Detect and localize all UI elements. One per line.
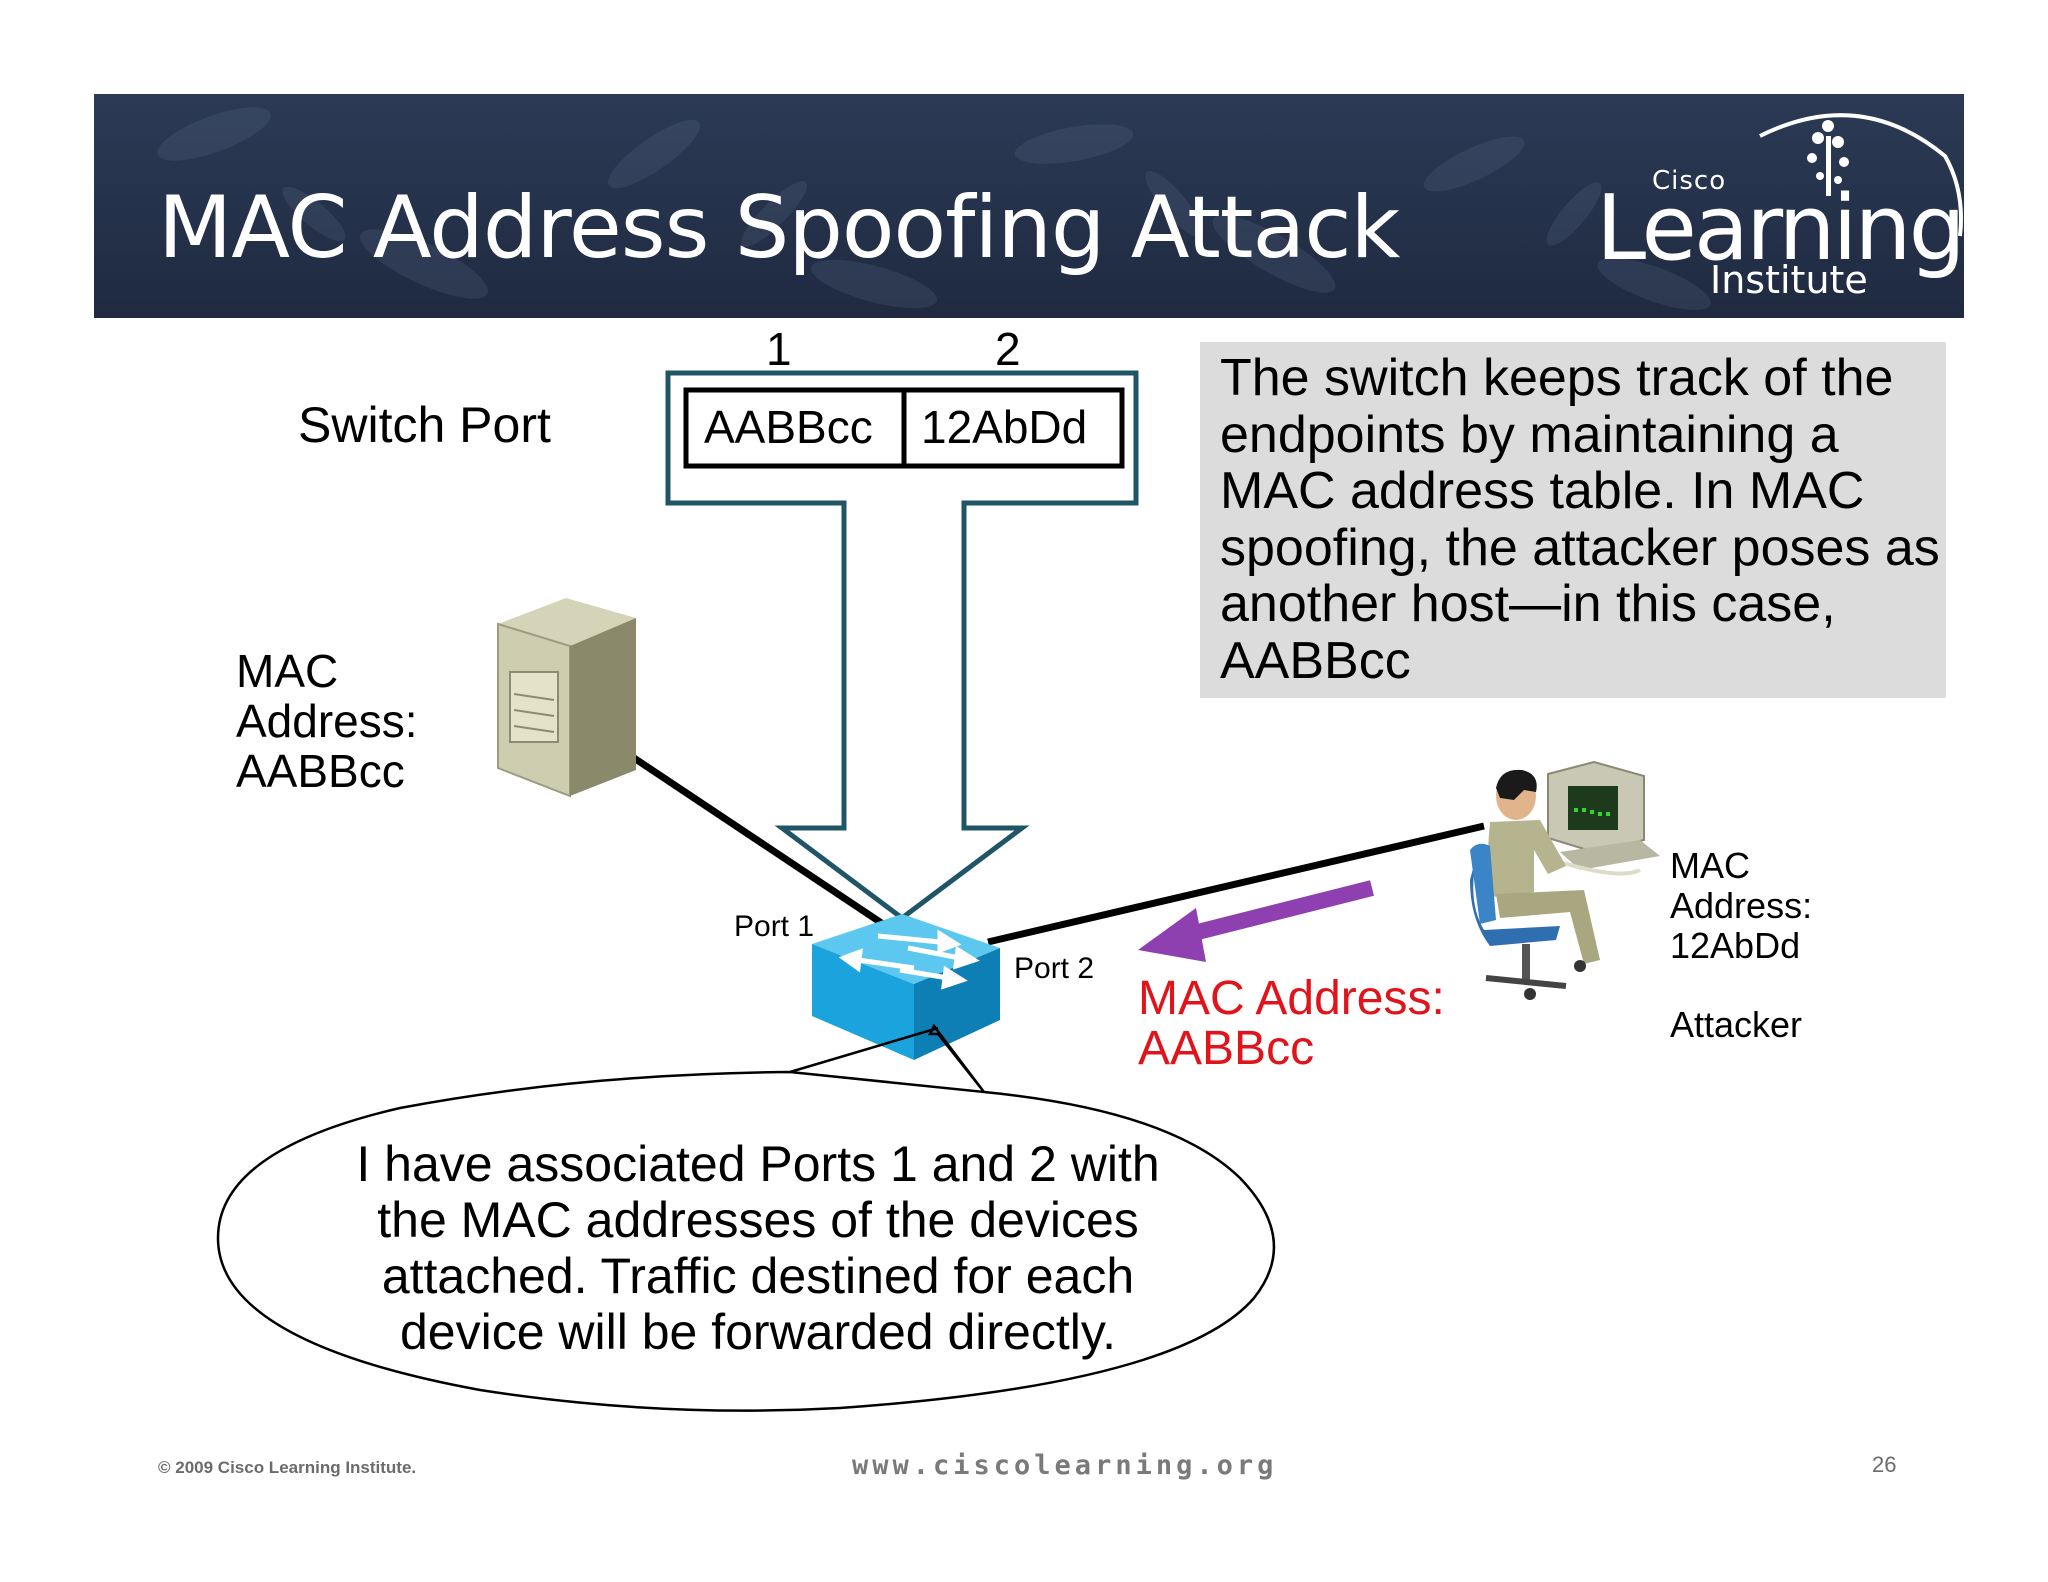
tree-icon <box>1807 120 1849 196</box>
table-frame-arrow <box>665 370 1139 922</box>
attacker-label: Attacker <box>1670 1004 1803 1045</box>
speech-bubble <box>216 1023 1276 1412</box>
title-bar <box>94 94 1964 318</box>
bubble-line: the MAC addresses of the devices <box>377 1192 1139 1248</box>
server-mac-line: MAC <box>236 645 339 697</box>
bubble-line: I have associated Ports 1 and 2 with <box>356 1136 1160 1192</box>
port-2-label: Port 2 <box>1014 952 1095 985</box>
link-switch-attacker <box>987 822 1485 946</box>
mac-table-cell-port-1: AABBcc <box>704 401 873 453</box>
header-texture <box>157 107 1711 311</box>
attacker-mac-line: MAC <box>1670 845 1750 886</box>
switch-port-column-1: 1 <box>766 323 792 375</box>
logo-institute-text: Institute <box>1710 258 1868 302</box>
switch-port-label: Switch Port <box>298 397 551 453</box>
info-box-text: The switch keeps track of the endpoints … <box>1220 349 1940 690</box>
attacker-mac-line: 12AbDd <box>1670 925 1801 966</box>
attacker-icon <box>1470 760 1660 1000</box>
attacker-mac-line: Address: <box>1670 885 1813 926</box>
spoofed-mac-line: MAC Address: <box>1138 972 1445 1025</box>
page-number: 26 <box>1872 1452 1897 1477</box>
switch-icon <box>812 914 1000 1060</box>
slide-title: MAC Address Spoofing Attack <box>158 178 1400 278</box>
bubble-line: attached. Traffic destined for each <box>381 1248 1135 1304</box>
link-server-switch <box>626 751 900 937</box>
server-mac-line: AABBcc <box>236 745 405 797</box>
speech-bubble-text: I have associated Ports 1 and 2 with the… <box>258 1136 1258 1360</box>
spoofed-mac-address: MAC Address: AABBcc <box>1138 974 1445 1074</box>
info-box <box>1200 342 1946 698</box>
switch-port-column-2: 2 <box>995 323 1021 375</box>
footer-copyright: © 2009 Cisco Learning Institute. <box>158 1458 417 1477</box>
server-mac-line: Address: <box>236 695 418 747</box>
footer-url: www.ciscolearning.org <box>852 1450 1278 1481</box>
spoofed-mac-line: AABBcc <box>1138 1022 1315 1075</box>
bubble-line: device will be forwarded directly. <box>399 1304 1117 1360</box>
mac-table-cell-port-2: 12AbDd <box>921 401 1088 453</box>
server-mac-address: MAC Address: AABBcc <box>236 646 418 796</box>
server-icon <box>497 598 636 798</box>
spoof-arrow-icon <box>1138 880 1374 962</box>
speech-bubble-tail <box>789 1026 939 1074</box>
logo-learning-text: Learning <box>1596 176 1966 281</box>
logo-cisco-text: Cisco <box>1652 166 1727 196</box>
attacker-mac-address: MAC Address: 12AbDd <box>1670 846 1812 966</box>
port-1-label: Port 1 <box>734 910 815 943</box>
cisco-learning-logo-arc-icon <box>1759 113 1963 237</box>
